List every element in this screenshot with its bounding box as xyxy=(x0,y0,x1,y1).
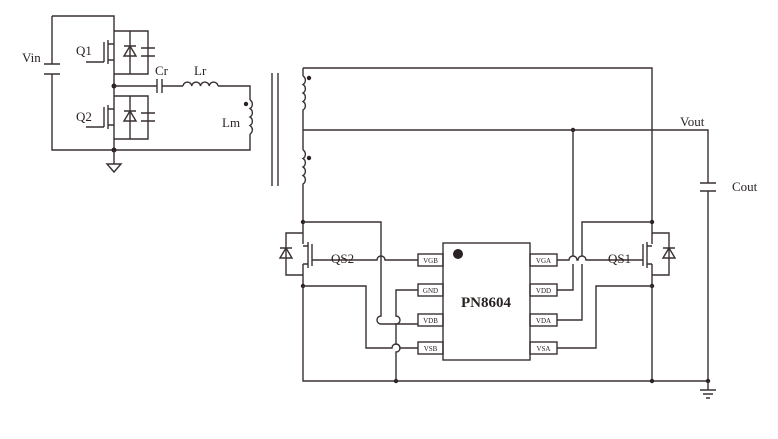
pin-vdb: VDB xyxy=(423,317,438,325)
output-ground-icon xyxy=(700,381,716,399)
label-vin: Vin xyxy=(22,50,41,65)
primary-side: Vin Q1 Q2 Cr Lr Lm xyxy=(22,15,279,186)
vin-capacitor xyxy=(44,63,60,75)
pin-vda: VDA xyxy=(536,317,551,325)
cout-capacitor xyxy=(700,182,716,192)
label-lm: Lm xyxy=(222,115,240,130)
cr-capacitor xyxy=(156,79,163,93)
label-cout: Cout xyxy=(732,179,758,194)
lr-inductor xyxy=(182,81,219,87)
label-qs1: QS1 xyxy=(608,251,631,266)
label-lr: Lr xyxy=(194,63,207,78)
q2-mosfet xyxy=(86,95,155,140)
secondary-winding-top xyxy=(301,75,307,130)
label-cr: Cr xyxy=(155,63,169,78)
q1-mosfet xyxy=(86,30,155,75)
pin-vgb: VGB xyxy=(423,257,438,265)
ground-icon xyxy=(105,150,123,174)
secondary-side: PN8604 VGB GND VDB VSB VGA VDD VDA VSA Q… xyxy=(278,67,758,399)
pin-gnd: GND xyxy=(423,287,438,295)
pin-vga: VGA xyxy=(536,257,551,265)
label-q2: Q2 xyxy=(76,109,92,124)
qs2-mosfet xyxy=(278,222,313,286)
transformer-core xyxy=(271,73,279,186)
label-qs2: QS2 xyxy=(331,251,354,266)
pn8604-ic: PN8604 VGB GND VDB VSB VGA VDD VDA VSA xyxy=(417,242,558,361)
qs1-mosfet xyxy=(642,222,677,286)
left-pins: VGB GND VDB VSB xyxy=(417,253,444,355)
lm-inductor xyxy=(248,99,254,135)
label-q1: Q1 xyxy=(76,43,92,58)
label-vout: Vout xyxy=(680,114,705,129)
pin-vsb: VSB xyxy=(424,345,438,353)
pin-vdd: VDD xyxy=(536,287,551,295)
secondary-winding-bottom xyxy=(301,149,307,222)
ic-name: PN8604 xyxy=(461,295,511,311)
right-pins: VGA VDD VDA VSA xyxy=(529,253,558,355)
pin-vsa: VSA xyxy=(536,345,550,353)
